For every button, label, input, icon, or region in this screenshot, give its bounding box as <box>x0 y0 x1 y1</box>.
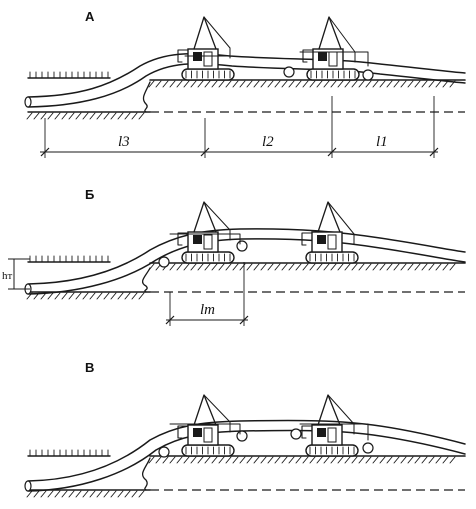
counterweight <box>301 425 313 439</box>
crane-frame <box>184 51 369 67</box>
track-links <box>310 70 356 79</box>
pipeline-bottom-line <box>27 63 466 108</box>
pipe-roller <box>362 442 374 454</box>
dim-label-l1: l1 <box>376 134 388 150</box>
crane-boom <box>317 201 341 233</box>
crane-frame <box>169 233 241 245</box>
height-dim-label: hт <box>2 270 13 282</box>
panel-b-scene <box>24 201 466 300</box>
counterweight <box>177 49 189 63</box>
upper-ground-hatch <box>148 263 456 271</box>
pipeline-top-line <box>27 228 466 285</box>
trench-bank-edge <box>142 81 151 113</box>
cab-window <box>317 428 326 437</box>
crane-boom <box>318 16 342 50</box>
lower-ground-hatch <box>26 292 145 300</box>
trench-bank-edge <box>142 267 151 293</box>
dim-label-l3: l3 <box>118 134 130 150</box>
crane-cable <box>327 394 355 425</box>
pipe-roller <box>158 256 170 268</box>
pipelayer-tractor <box>301 201 359 264</box>
cab-body <box>187 231 219 253</box>
counterweight <box>177 232 189 246</box>
dim-tick-3 <box>327 147 337 157</box>
cab-window <box>318 52 327 61</box>
panel-b-label: Б <box>85 187 94 202</box>
crane-cable <box>328 16 356 53</box>
cab-window <box>317 235 326 244</box>
track-links <box>309 253 355 262</box>
cab-door <box>327 427 337 443</box>
left-ground-hatch <box>29 449 109 457</box>
panel-b-dimensions: hт lт <box>2 258 249 326</box>
upper-ground-hatch <box>148 80 456 88</box>
crane-boom <box>193 394 217 426</box>
cab-window <box>193 428 202 437</box>
dim-label-l2: l2 <box>262 134 274 150</box>
left-ground-hatch <box>29 71 109 79</box>
pipelayer-tractor <box>302 16 360 81</box>
counterweight <box>301 232 313 246</box>
cab-body <box>311 424 343 446</box>
pipe-roller <box>283 66 295 78</box>
pipeline-bottom-line <box>27 238 466 295</box>
upper-ground-hatch <box>148 456 456 464</box>
panel-v-scene <box>24 394 466 498</box>
cab-door <box>203 51 213 67</box>
dim-tick-4 <box>429 147 439 157</box>
cab-door <box>327 234 337 250</box>
cab-body <box>311 231 343 253</box>
pipeline-bottom-line <box>27 429 466 492</box>
counterweight <box>302 49 314 63</box>
cab-window <box>193 235 202 244</box>
pipe-roller <box>158 446 170 458</box>
counterweight <box>177 425 189 439</box>
pipe-end-left <box>24 480 32 492</box>
pipe-roller <box>236 240 248 252</box>
panel-a-label: А <box>85 9 95 24</box>
left-ground-hatch <box>29 255 109 263</box>
pipelayer-tractor <box>177 394 235 457</box>
track-links <box>309 446 355 455</box>
pipelayer-tractor <box>177 16 235 81</box>
crane-boom <box>193 201 217 233</box>
pipe-roller <box>236 430 248 442</box>
pipe-end-left <box>24 96 32 108</box>
panel-a-scene <box>24 16 466 120</box>
crane-frame <box>169 423 369 441</box>
track-links <box>185 446 231 455</box>
crane-cable <box>203 16 231 49</box>
cab-door <box>203 427 213 443</box>
crane-cable <box>203 201 231 231</box>
pipelayer-tractor <box>301 394 359 457</box>
length-dim-label: lт <box>200 302 215 318</box>
crane-boom <box>193 16 217 50</box>
cab-door <box>203 234 213 250</box>
cab-body <box>187 48 219 70</box>
pipelayer-tractor <box>177 201 235 264</box>
dim-tick-1 <box>40 147 50 157</box>
track-links <box>185 253 231 262</box>
lower-ground-hatch <box>26 112 145 120</box>
track-links <box>185 70 231 79</box>
cab-body <box>187 424 219 446</box>
dim-tick-2 <box>200 147 210 157</box>
lower-ground-hatch <box>26 490 145 498</box>
pipe-roller <box>290 428 302 440</box>
trench-bank-edge <box>142 457 151 491</box>
panel-a-dimensions: l3 l2 l1 <box>40 96 439 158</box>
length-tick-right <box>239 315 249 325</box>
length-tick-left <box>165 315 175 325</box>
pipeline-top-line <box>27 419 466 482</box>
crane-cable <box>327 201 355 235</box>
pipe-roller <box>362 69 374 81</box>
panel-v-label: В <box>85 360 94 375</box>
crane-cable <box>203 394 231 423</box>
